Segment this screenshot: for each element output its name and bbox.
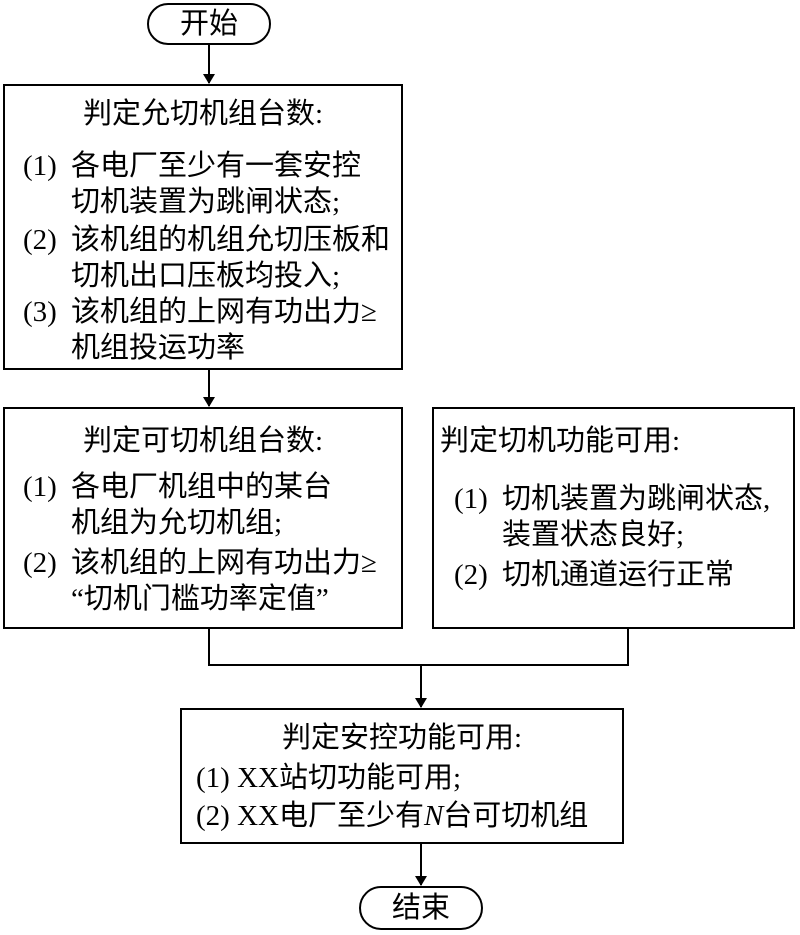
- start-terminal: 开始: [147, 3, 271, 45]
- end-terminal: 结束: [359, 886, 483, 930]
- box-cuttable-units: 判定可切机组台数: (1)各电厂机组中的某台 机组为允切机组; (2)该机组的上…: [3, 407, 403, 629]
- box3-title: 判定切机功能可用:: [440, 425, 681, 457]
- variable-n: N: [423, 800, 444, 832]
- box1-item-3: (3)该机组的上网有功出力≥ 机组投运功率: [23, 296, 377, 364]
- box1-item-2: (2)该机组的机组允切压板和 切机出口压板均投入;: [23, 224, 391, 292]
- start-label: 开始: [179, 7, 238, 40]
- box1-title: 判定允切机组台数:: [82, 98, 324, 130]
- box1-item-1: (1)各电厂至少有一套安控 切机装置为跳闸状态;: [23, 150, 362, 218]
- end-label: 结束: [391, 891, 450, 924]
- merge-line: [208, 628, 629, 666]
- box3-item-1: (1)切机装置为跳闸状态, 装置状态良好;: [454, 483, 771, 551]
- box2-item-2: (2)该机组的上网有功出力≥ “切机门槛功率定值”: [23, 547, 377, 615]
- box4-item-2: (2) XX电厂至少有N台可切机组: [196, 800, 589, 832]
- box2-item-1: (1)各电厂机组中的某台 机组为允切机组;: [23, 471, 333, 539]
- box4-item-1: (1) XX站切功能可用;: [196, 762, 462, 794]
- box-cutting-function: 判定切机功能可用: (1)切机装置为跳闸状态, 装置状态良好; (2)切机通道运…: [432, 407, 795, 629]
- box-allowed-units: 判定允切机组台数: (1)各电厂至少有一套安控 切机装置为跳闸状态; (2)该机…: [3, 84, 403, 370]
- box-security-function: 判定安控功能可用: (1) XX站切功能可用; (2) XX电厂至少有N台可切机…: [180, 708, 624, 844]
- box2-title: 判定可切机组台数:: [82, 425, 324, 457]
- box4-title: 判定安控功能可用:: [281, 722, 523, 754]
- box3-item-2: (2)切机通道运行正常: [454, 559, 735, 591]
